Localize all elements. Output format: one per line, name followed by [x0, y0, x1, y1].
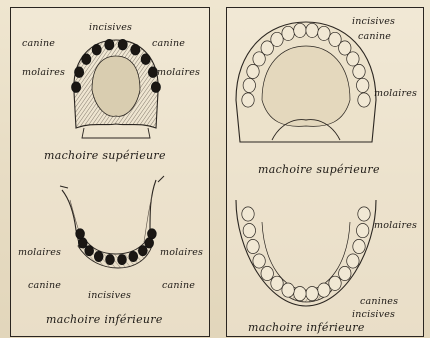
permanent-tooth — [339, 266, 351, 280]
milk-tooth — [105, 39, 114, 50]
label-incisives-lower-left: incisives — [88, 290, 131, 301]
label-molaires-upper-left-b: molaires — [157, 67, 200, 78]
milk-tooth — [106, 255, 115, 265]
label-incisives-lower-right: incisives — [352, 309, 395, 320]
milk-tooth — [129, 251, 138, 261]
milk-tooth — [151, 82, 160, 93]
milk-tooth — [145, 238, 154, 248]
permanent-tooth — [318, 283, 330, 297]
label-incisives-upper-right: incisives — [352, 16, 395, 27]
permanent-tooth — [271, 32, 283, 46]
permanent-tooth — [358, 207, 370, 221]
milk-tooth — [82, 54, 91, 65]
permanent-tooth — [247, 64, 259, 78]
caption-upper-jaw-left: machoire supérieure — [44, 149, 166, 162]
milk-tooth — [138, 246, 147, 256]
milk-tooth — [78, 238, 87, 248]
caption-lower-jaw-right: machoire inférieure — [248, 321, 365, 334]
milk-tooth — [141, 54, 150, 65]
label-canine-upper-left-a: canine — [22, 38, 55, 49]
permanent-tooth — [282, 283, 294, 297]
label-molaires-upper-right: molaires — [374, 88, 417, 99]
permanent-tooth — [353, 239, 365, 253]
right-lower-teeth — [242, 207, 370, 301]
milk-tooth — [118, 255, 127, 265]
milk-tooth — [75, 67, 84, 78]
caption-upper-jaw-right: machoire supérieure — [258, 163, 380, 176]
milk-tooth — [148, 229, 157, 239]
milk-tooth — [118, 39, 127, 50]
permanent-tooth — [318, 26, 330, 40]
milk-tooth — [131, 44, 140, 55]
permanent-tooth — [358, 93, 370, 107]
caption-lower-jaw-left: machoire inférieure — [46, 313, 163, 326]
label-canine-upper-right: canine — [358, 31, 391, 42]
milk-tooth — [72, 82, 81, 93]
permanent-tooth — [347, 254, 359, 268]
label-molaires-lower-left-a: molaires — [18, 247, 61, 258]
milk-tooth — [85, 246, 94, 256]
permanent-tooth — [329, 276, 341, 290]
left-lower-jaw — [60, 176, 164, 268]
label-molaires-lower-right: molaires — [374, 220, 417, 231]
right-lower-jaw — [236, 200, 376, 306]
label-canine-upper-left-b: canine — [152, 38, 185, 49]
right-upper-jaw — [236, 22, 376, 142]
label-canines-lower-right: canines — [360, 296, 398, 307]
milk-tooth — [76, 229, 85, 239]
permanent-tooth — [294, 287, 306, 301]
permanent-tooth — [253, 254, 265, 268]
permanent-tooth — [242, 207, 254, 221]
label-molaires-upper-left-a: molaires — [22, 67, 65, 78]
label-canine-lower-left-b: canine — [162, 280, 195, 291]
permanent-tooth — [282, 26, 294, 40]
permanent-tooth — [357, 78, 369, 92]
permanent-tooth — [261, 266, 273, 280]
milk-tooth — [92, 44, 101, 55]
milk-tooth — [94, 251, 103, 261]
permanent-tooth — [271, 276, 283, 290]
label-molaires-lower-left-b: molaires — [160, 247, 203, 258]
permanent-tooth — [243, 224, 255, 238]
permanent-tooth — [357, 224, 369, 238]
permanent-tooth — [247, 239, 259, 253]
permanent-tooth — [242, 93, 254, 107]
permanent-tooth — [294, 23, 306, 37]
label-canine-lower-left-a: canine — [28, 280, 61, 291]
permanent-tooth — [306, 287, 318, 301]
permanent-tooth — [353, 64, 365, 78]
permanent-tooth — [306, 23, 318, 37]
left-upper-jaw — [72, 39, 161, 138]
permanent-tooth — [243, 78, 255, 92]
label-incisives-upper-left: incisives — [89, 22, 132, 33]
permanent-tooth — [347, 52, 359, 66]
